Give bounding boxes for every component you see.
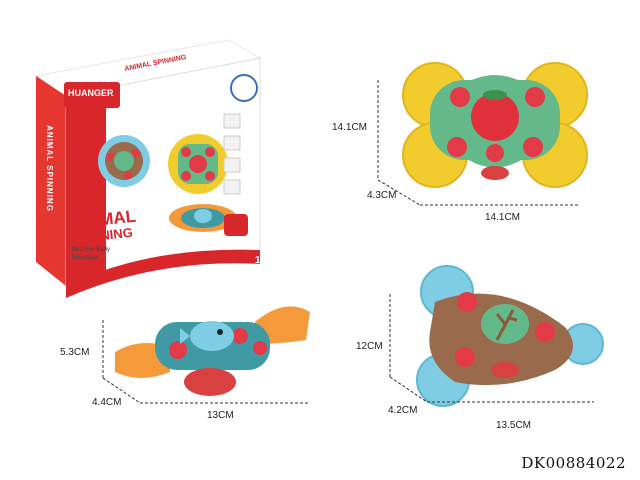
product-code-watermark: DK00884022 — [521, 454, 626, 472]
fish-spinner-graphic — [115, 306, 310, 396]
leaf-spinner — [405, 262, 605, 412]
apple-height-label: 14.1CM — [332, 122, 368, 133]
apple-dimension-lines — [377, 80, 580, 206]
leaf-height-label: 12CM — [356, 341, 383, 352]
age-badge: 18+ — [255, 255, 272, 266]
fish-depth-label: 4.4CM — [92, 397, 122, 408]
box-subtitle-line1: Best For Early — [72, 247, 111, 253]
apple-width-label: 14.1CM — [485, 212, 521, 223]
apple-depth-label: 4.3CM — [367, 190, 397, 201]
box-subtitle-line2: Education — [72, 255, 99, 261]
apple-spinner — [395, 55, 595, 205]
product-box: HUANGER ANIMAL SPINNING ANIMAL SPINNING … — [28, 36, 272, 301]
leaf-width-label: 13.5CM — [496, 420, 532, 431]
apple-spinner-graphic — [402, 62, 588, 188]
box-brand-label: HUANGER — [68, 88, 114, 98]
leaf-dimension-lines — [389, 294, 594, 403]
fish-height-label: 5.3CM — [60, 347, 90, 358]
box-side-text: ANIMAL SPINNING — [44, 125, 54, 212]
fish-dimension-lines — [102, 320, 310, 404]
fish-width-label: 13CM — [207, 410, 234, 421]
product-box-graphic — [34, 39, 262, 298]
fish-spinner — [110, 292, 315, 402]
leaf-spinner-graphic — [416, 265, 604, 407]
leaf-depth-label: 4.2CM — [388, 405, 418, 416]
